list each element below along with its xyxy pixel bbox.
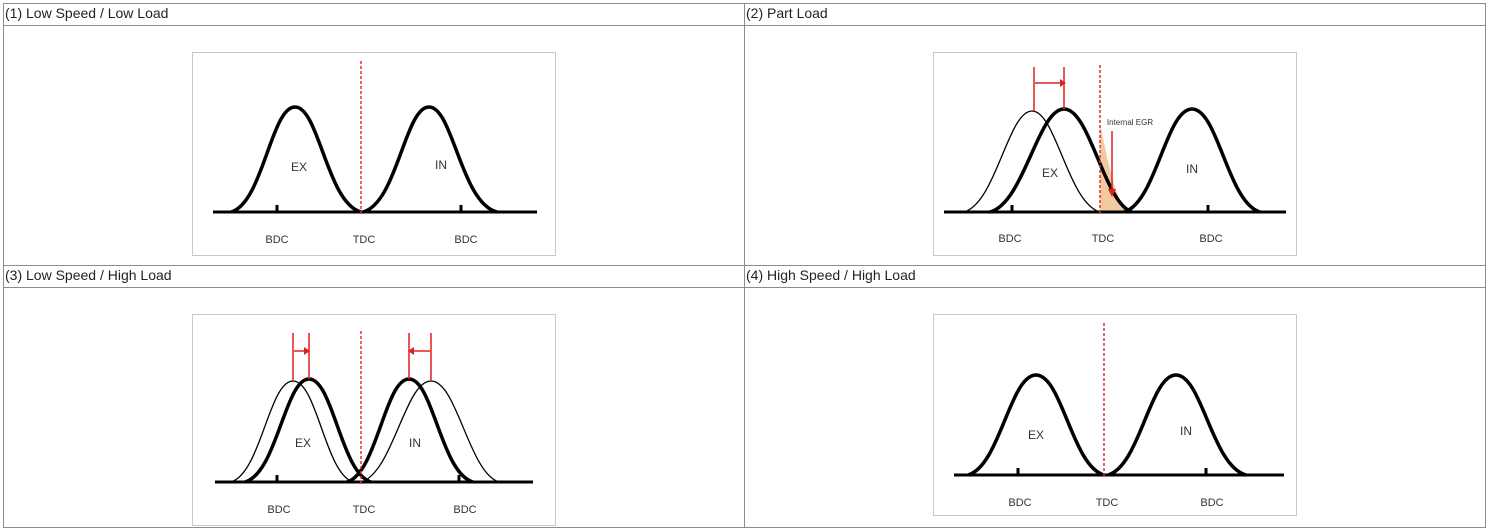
bdc-label-right: BDC [454,234,477,246]
panel-3-diagram: EX IN BDC TDC BDC [192,314,556,527]
intake-valve-curve [1107,373,1247,478]
intake-curve-advanced [346,377,474,484]
panel-4-diagram: EX IN BDC TDC BDC [933,314,1297,517]
egr-arrow-head [1108,189,1116,198]
bdc-label-left: BDC [998,233,1021,245]
intake-valve-curve [362,105,498,215]
panel-4-title: (4) High Speed / High Load [744,264,1486,289]
intake-valve-curve [1123,107,1261,215]
in-label: IN [1186,162,1198,176]
exhaust-valve-curve [230,105,362,215]
bdc-label-right: BDC [1199,233,1222,245]
panel-2-title: (2) Part Load [744,2,1486,27]
bdc-label-left: BDC [1008,497,1031,509]
in-shift-arrow-head [408,347,414,356]
exhaust-valve-curve [967,373,1105,477]
ex-label: EX [291,160,307,174]
panel-4-cell: EX IN BDC TDC BDC [744,287,1486,528]
panel-2-diagram: Internal EGR EX IN BDC TDC BDC [933,52,1297,257]
bdc-label-left: BDC [265,234,288,246]
panel-1-diagram: EX IN BDC TDC BDC [192,52,556,257]
shift-arrow-head [1060,79,1066,88]
tdc-label: TDC [353,504,376,516]
exhaust-curve-original [963,110,1101,213]
intake-curve-original [360,380,500,483]
ex-label: EX [1042,166,1058,180]
valve-timing-table: (1) Low Speed / Low Load (2) Part Load E… [3,2,1486,528]
panel-1-cell: EX IN BDC TDC BDC [3,25,745,266]
valve-lift-diagram: EX IN BDC TDC BDC [215,331,533,516]
valve-lift-diagram: EX IN BDC TDC BDC [954,323,1284,509]
egr-annotation: Internal EGR [1107,118,1153,127]
bdc-label-right: BDC [1200,497,1223,509]
bdc-label-left: BDC [267,504,290,516]
panel-3-cell: EX IN BDC TDC BDC [3,287,745,528]
in-label: IN [1180,424,1192,438]
ex-shift-arrow-head [304,347,310,356]
panel-3-title: (3) Low Speed / High Load [3,264,745,289]
tdc-label: TDC [1092,233,1115,245]
valve-lift-diagram: Internal EGR EX IN BDC TDC BDC [944,65,1286,245]
bdc-label-right: BDC [453,504,476,516]
in-label: IN [409,436,421,450]
tdc-label: TDC [1096,497,1119,509]
valve-lift-diagram: EX IN BDC TDC BDC [213,61,537,246]
ex-label: EX [295,436,311,450]
panel-2-cell: Internal EGR EX IN BDC TDC BDC [744,25,1486,266]
in-label: IN [435,158,447,172]
tdc-label: TDC [353,234,376,246]
panel-1-title: (1) Low Speed / Low Load [3,2,745,27]
ex-label: EX [1028,428,1044,442]
internal-egr-area [1100,123,1126,213]
